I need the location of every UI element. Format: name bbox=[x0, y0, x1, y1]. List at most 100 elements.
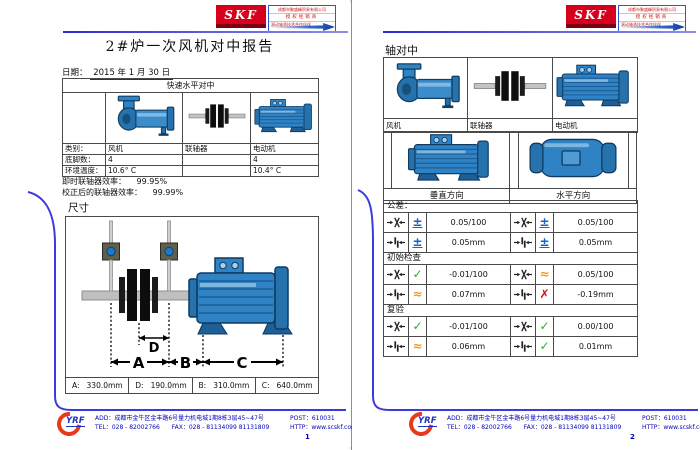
skf-logo: SKF 成都市聚盛峰贸易有限公司 授权经销商 滚动轴承技术合作伙伴 bbox=[566, 5, 686, 33]
status-icon: ✓ bbox=[408, 316, 427, 337]
page-edge-top bbox=[0, 0, 700, 2]
tolerance-offset-row: ± 0.05mm ± 0.05mm bbox=[383, 232, 639, 253]
http-label: HTTP： bbox=[642, 424, 664, 431]
fan-image bbox=[105, 92, 183, 144]
address-label: ADD： bbox=[447, 415, 467, 422]
tolerance-angular-row: ± 0.05/100 ± 0.05/100 bbox=[383, 212, 639, 233]
laser-sensor-icon bbox=[160, 220, 178, 292]
dimensions-diagram: D A B C bbox=[65, 216, 319, 378]
motor-image bbox=[250, 92, 319, 144]
dim-label-c: C bbox=[236, 354, 247, 372]
dimension-diagram-svg: D A B C bbox=[81, 220, 293, 372]
swoosh-arrow-icon bbox=[619, 23, 685, 31]
tel-value: 028 - 82002766 bbox=[111, 424, 160, 431]
fan-image bbox=[383, 57, 468, 119]
initial-offset-row: ≈ 0.07mm ✗ -0.19mm bbox=[383, 284, 639, 305]
dealer-authorization-text: 授权经销商 bbox=[619, 13, 685, 22]
measurement-d: D:190.0mm bbox=[128, 377, 193, 394]
dealer-swoosh: 滚动轴承技术合作伙伴 bbox=[619, 22, 685, 32]
dim-label-a: A bbox=[133, 354, 145, 372]
dealer-tagline: 滚动轴承技术合作伙伴 bbox=[271, 22, 311, 27]
post-label: POST： bbox=[642, 415, 664, 422]
initial-angular-row: ✓ -0.01/100 ≈ 0.05/100 bbox=[383, 264, 639, 285]
dealer-swoosh: 滚动轴承技术合作伙伴 bbox=[269, 22, 335, 32]
shaft-alignment-heading: 轴对中 bbox=[385, 44, 418, 57]
footer-contact-block: ADD：成都市金牛区金丰路6号量力机电城1期8栋3层45~47号 POST：61… bbox=[95, 414, 357, 432]
footer-phone-line: TEL：028 - 82002766 FAX：028 - 81134099 81… bbox=[95, 423, 357, 432]
dealer-company-name: 成都市聚盛峰贸易有限公司 bbox=[278, 7, 326, 12]
dealer-company-name: 成都市聚盛峰贸易有限公司 bbox=[628, 7, 676, 12]
post-value: 610031 bbox=[311, 415, 335, 422]
alignment-value: -0.01/100 bbox=[426, 264, 511, 285]
recheck-angular-row: ✓ -0.01/100 ✓ 0.00/100 bbox=[383, 316, 639, 337]
status-icon: ✓ bbox=[408, 264, 427, 285]
motor-side-view-image bbox=[391, 131, 511, 189]
report-page-1: SKF 成都市聚盛峰贸易有限公司 授权经销商 滚动轴承技术合作伙伴 2#炉一次风… bbox=[27, 5, 357, 441]
header-rule bbox=[63, 31, 348, 33]
website-value: www.scskf.com bbox=[311, 424, 357, 431]
coupling-feet-count bbox=[182, 154, 251, 166]
page-number: 2 bbox=[630, 433, 635, 441]
fax-value: 028 - 81134099 81131809 bbox=[188, 424, 270, 431]
table-header: 快速水平对中 bbox=[62, 78, 319, 93]
page-edge-bottom bbox=[0, 447, 700, 449]
footer-address-line: ADD：成都市金牛区金丰路6号量力机电城1期8栋3层45~47号 POST：61… bbox=[447, 414, 697, 423]
machine-train-table: 风机 联轴器 电动机 bbox=[383, 57, 638, 133]
yrf-logo: YRF bbox=[404, 407, 443, 441]
corrected-efficiency-line: 校正后的联轴器效率： 99.99% bbox=[62, 187, 183, 198]
dealer-badge: 成都市聚盛峰贸易有限公司 授权经销商 滚动轴承技术合作伙伴 bbox=[618, 5, 686, 33]
yrf-logo-text: YRF bbox=[66, 416, 85, 427]
fax-value: 028 - 81134099 81131809 bbox=[540, 424, 622, 431]
dimensions-heading: 尺寸 bbox=[68, 202, 89, 214]
row-label-feet: 底脚数： bbox=[62, 154, 106, 166]
website-value: www.scskf.com bbox=[663, 424, 700, 431]
status-icon: ≈ bbox=[408, 284, 427, 305]
quick-alignment-table: 快速水平对中 类别： 风机 联轴器 电动机 底脚数： 4 4 环境温度： bbox=[62, 78, 319, 177]
address-label: ADD： bbox=[95, 415, 115, 422]
footer-address-line: ADD：成都市金牛区金丰路6号量力机电城1期8栋3层45~47号 POST：61… bbox=[95, 414, 345, 423]
swoosh-arrow-icon bbox=[269, 23, 335, 31]
fan-label: 风机 bbox=[105, 143, 183, 155]
offset-misalignment-icon bbox=[510, 284, 536, 305]
angular-misalignment-icon bbox=[383, 212, 409, 233]
fan-feet-count: 4 bbox=[105, 154, 183, 166]
yrf-logo: YRF bbox=[52, 407, 91, 441]
offset-misalignment-icon bbox=[383, 336, 409, 357]
offset-misalignment-icon bbox=[383, 232, 409, 253]
status-icon: ≈ bbox=[408, 336, 427, 357]
empty-cell bbox=[62, 92, 106, 144]
alignment-value: 0.05/100 bbox=[426, 212, 511, 233]
status-icon: ✗ bbox=[535, 284, 554, 305]
motor-image bbox=[552, 57, 638, 119]
alignment-value: 0.01mm bbox=[552, 336, 639, 357]
fax-label: FAX： bbox=[523, 424, 541, 431]
footer-phone-line: TEL：028 - 82002766 FAX：028 - 81134099 81… bbox=[447, 423, 700, 432]
address-value: 成都市金牛区金丰路6号量力机电城1期8栋3层45~47号 bbox=[114, 415, 264, 422]
yrf-logo-text: YRF bbox=[418, 416, 437, 427]
direction-table: 垂直方向 水平方向 bbox=[382, 131, 638, 204]
status-icon: ± bbox=[408, 232, 427, 253]
row-label-category: 类别： bbox=[62, 143, 106, 155]
status-icon: ± bbox=[535, 212, 554, 233]
coupling-temperature bbox=[182, 165, 251, 177]
date-label: 日期： bbox=[62, 68, 88, 78]
status-icon: ± bbox=[408, 212, 427, 233]
row-label-temperature: 环境温度： bbox=[62, 165, 106, 177]
angular-misalignment-icon bbox=[510, 212, 536, 233]
coupling-efficiency-line: 即时联轴器效率： 99.95% bbox=[62, 176, 167, 187]
page-number: 1 bbox=[305, 433, 310, 441]
tel-label: TEL： bbox=[447, 424, 464, 431]
efficiency-value: 99.99% bbox=[152, 188, 184, 197]
section-label-recheck: 复验 bbox=[382, 304, 639, 317]
dim-label-d: D bbox=[149, 341, 160, 356]
date-value: 2015 年 1 月 30 日 bbox=[90, 68, 174, 80]
section-label-initial-check: 初始检查 bbox=[382, 252, 639, 265]
dealer-authorization-text: 授权经销商 bbox=[269, 13, 335, 22]
alignment-value: 0.07mm bbox=[426, 284, 511, 305]
status-icon: ≈ bbox=[535, 264, 554, 285]
dim-label-b: B bbox=[180, 354, 191, 372]
measurement-table: A:330.0mm D:190.0mm B:310.0mm C:640.0mm bbox=[64, 377, 320, 394]
post-value: 610031 bbox=[663, 415, 687, 422]
alignment-value: 0.05/100 bbox=[552, 264, 639, 285]
section-label-tolerance: 公差： bbox=[382, 200, 639, 213]
